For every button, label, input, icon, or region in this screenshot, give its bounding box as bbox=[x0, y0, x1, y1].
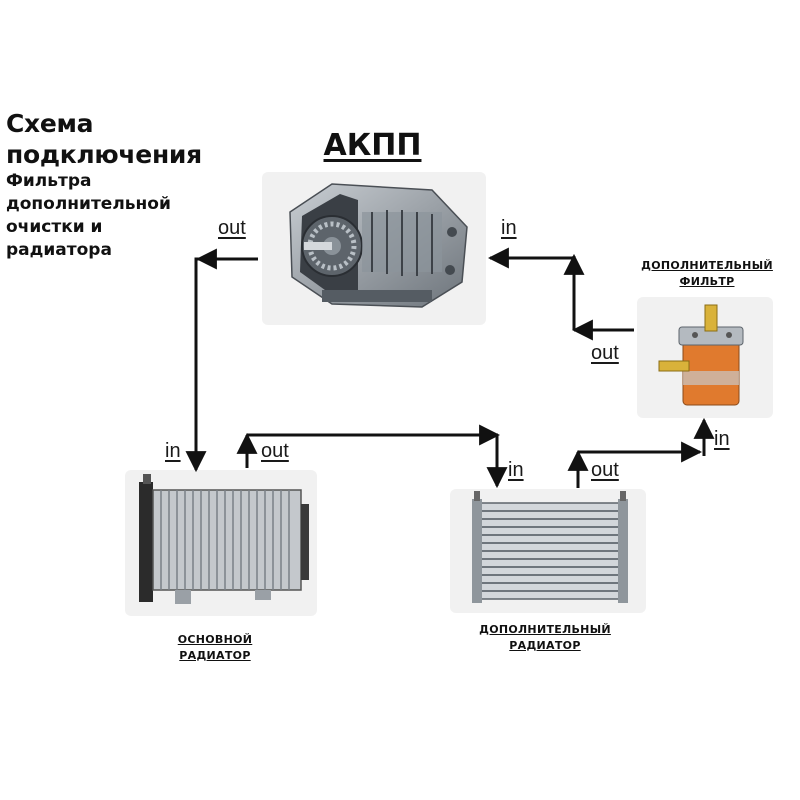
main-radiator-caption: ОСНОВНОЙ РАДИАТОР bbox=[140, 632, 290, 664]
title-main-line1: Схема bbox=[6, 109, 94, 138]
title-sub-line4: радиатора bbox=[6, 240, 112, 260]
extra-radiator-image bbox=[450, 489, 646, 613]
main-radiator-port-out: out bbox=[261, 440, 289, 462]
transmission-icon bbox=[289, 183, 468, 308]
transmission-port-in: in bbox=[501, 217, 517, 239]
extra-radiator-port-in: in bbox=[508, 459, 524, 481]
extra-filter-caption-line1: ДОПОЛНИТЕЛЬНЫЙ bbox=[641, 259, 773, 272]
main-radiator-image bbox=[125, 470, 317, 616]
radiator-icon bbox=[139, 474, 309, 604]
oil-cooler-icon bbox=[472, 491, 628, 603]
edge-transmission-to-main-radiator bbox=[185, 257, 258, 473]
extra-filter-port-in: in bbox=[714, 428, 730, 450]
transmission-image bbox=[262, 172, 486, 325]
extra-radiator-caption: ДОПОЛНИТЕЛЬНЫЙ РАДИАТОР bbox=[460, 622, 630, 654]
title-sub-line3: очистки и bbox=[6, 217, 103, 237]
extra-filter-caption-line2: ФИЛЬТР bbox=[679, 275, 735, 288]
transmission-port-out: out bbox=[218, 217, 246, 239]
extra-filter-image bbox=[637, 297, 773, 418]
extra-radiator-caption-line1: ДОПОЛНИТЕЛЬНЫЙ bbox=[479, 623, 611, 636]
extra-filter-caption: ДОПОЛНИТЕЛЬНЫЙ ФИЛЬТР bbox=[622, 258, 792, 290]
diagram-title: Схема подключения Фильтра дополнительной… bbox=[6, 108, 236, 262]
extra-filter-port-out: out bbox=[591, 342, 619, 364]
oil-filter-icon bbox=[658, 304, 744, 406]
extra-radiator-caption-line2: РАДИАТОР bbox=[509, 639, 581, 652]
title-main-line2: подключения bbox=[6, 140, 202, 169]
main-radiator-port-in: in bbox=[165, 440, 181, 462]
main-radiator-caption-line2: РАДИАТОР bbox=[179, 649, 251, 662]
transmission-label: АКПП bbox=[323, 128, 422, 163]
main-radiator-caption-line1: ОСНОВНОЙ bbox=[177, 633, 253, 646]
title-sub-line2: дополнительной bbox=[6, 194, 171, 214]
title-sub-line1: Фильтра bbox=[6, 171, 92, 191]
extra-radiator-port-out: out bbox=[591, 459, 619, 481]
